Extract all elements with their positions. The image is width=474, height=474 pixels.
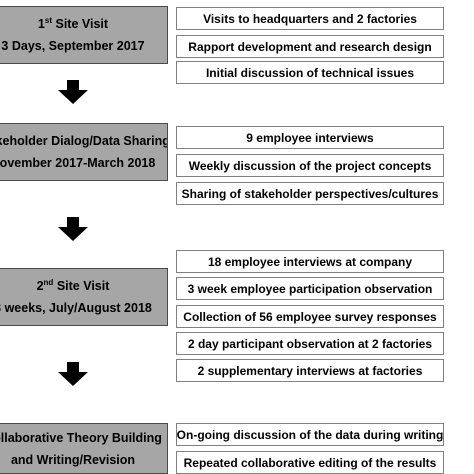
phase-3-title: 2nd Site Visit (36, 277, 110, 293)
phase-2-activity-3: Sharing of stakeholder perspectives/cult… (176, 182, 444, 205)
phase-1-activity-2: Rapport development and research design (176, 35, 444, 58)
phase-3-subtitle: 3 weeks, July/August 2018 (0, 301, 152, 315)
phase-1-subtitle: 3 Days, September 2017 (1, 39, 145, 53)
phase-3-activity-1: 18 employee interviews at company (176, 250, 444, 273)
down-arrow-icon (58, 217, 88, 241)
phase-1-box: 1st Site Visit 3 Days, September 2017 (0, 6, 168, 64)
phase-1-activity-1: Visits to headquarters and 2 factories (176, 7, 444, 30)
phase-3-activity-5: 2 supplementary interviews at factories (176, 359, 444, 382)
phase-3-activity-3: Collection of 56 employee survey respons… (176, 305, 444, 328)
phase-4-activity-2: Repeated collaborative editing of the re… (176, 451, 444, 474)
phase-4-subtitle: and Writing/Revision (10, 452, 136, 467)
phase-4-box: Collaborative Theory Building and Writin… (0, 423, 168, 474)
phase-2-activity-2: Weekly discussion of the project concept… (176, 154, 444, 177)
phase-2-title: Stakeholder Dialog/Data Sharing (0, 134, 168, 148)
phase-2-subtitle: November 2017-March 2018 (0, 156, 156, 170)
down-arrow-icon (58, 80, 88, 104)
phase-3-activity-4: 2 day participant observation at 2 facto… (176, 332, 444, 355)
down-arrow-icon (58, 362, 88, 386)
phase-3-box: 2nd Site Visit 3 weeks, July/August 2018 (0, 268, 168, 326)
phase-1-activity-3: Initial discussion of technical issues (176, 61, 444, 84)
phase-4-activity-1: On-going discussion of the data during w… (176, 423, 444, 446)
phase-2-box: Stakeholder Dialog/Data Sharing November… (0, 123, 168, 181)
phase-4-title: Collaborative Theory Building (0, 430, 162, 445)
phase-1-title: 1st Site Visit (37, 15, 109, 31)
phase-3-activity-2: 3 week employee participation observatio… (176, 277, 444, 300)
phase-2-activity-1: 9 employee interviews (176, 126, 444, 149)
